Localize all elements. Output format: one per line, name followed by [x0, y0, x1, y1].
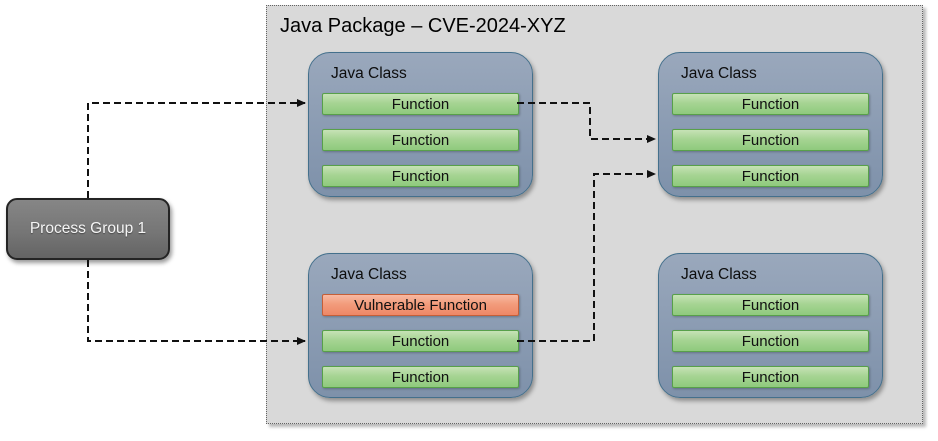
- java-class-title: Java Class: [681, 65, 757, 82]
- vulnerable-function-bar: Vulnerable Function: [322, 294, 519, 316]
- java-class-node-bottom-left: Java Class Vulnerable Function Function …: [308, 253, 533, 398]
- function-bar: Function: [672, 366, 869, 388]
- function-bar: Function: [672, 330, 869, 352]
- java-class-title: Java Class: [331, 65, 407, 82]
- function-bar: Function: [672, 129, 869, 151]
- java-class-node-top-left: Java Class Function Function Function: [308, 52, 533, 197]
- java-class-node-top-right: Java Class Function Function Function: [658, 52, 883, 197]
- function-bar: Function: [672, 93, 869, 115]
- function-bar: Function: [322, 93, 519, 115]
- function-bar: Function: [672, 165, 869, 187]
- function-bar: Function: [322, 366, 519, 388]
- process-group-node: Process Group 1: [6, 198, 170, 260]
- function-bar: Function: [322, 165, 519, 187]
- java-class-node-bottom-right: Java Class Function Function Function: [658, 253, 883, 398]
- function-bar: Function: [322, 129, 519, 151]
- java-class-title: Java Class: [681, 266, 757, 283]
- function-bar: Function: [322, 330, 519, 352]
- java-class-title: Java Class: [331, 266, 407, 283]
- function-bar: Function: [672, 294, 869, 316]
- package-title: Java Package – CVE-2024-XYZ: [280, 15, 566, 37]
- process-group-label: Process Group 1: [29, 220, 147, 237]
